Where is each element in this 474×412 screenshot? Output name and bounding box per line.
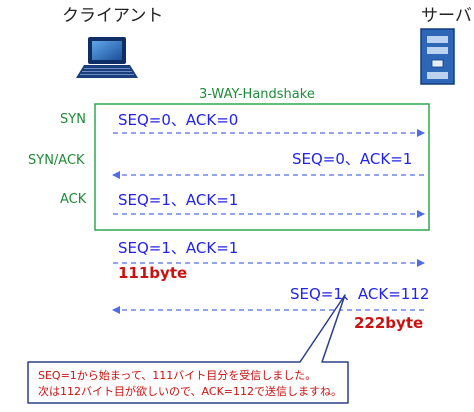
- syn-label: SYN: [60, 112, 86, 127]
- server-icon: [420, 28, 455, 85]
- ack-seq-text: SEQ=1、ACK=1: [118, 191, 239, 209]
- ack-label: ACK: [60, 192, 87, 207]
- handshake-box: [94, 103, 430, 231]
- callout-bubble: [27, 294, 349, 404]
- server-label: サーバ: [421, 6, 472, 26]
- syn-seq-text: SEQ=0、ACK=0: [118, 111, 239, 129]
- ack-112-seq-text: SEQ=1、ACK=112: [290, 285, 430, 303]
- response-bytes: 222byte: [354, 314, 424, 332]
- handshake-title: 3-WAY-Handshake: [199, 87, 315, 102]
- syn-ack-seq-text: SEQ=0、ACK=1: [292, 150, 413, 168]
- data-bytes: 111byte: [118, 264, 188, 282]
- client-label: クライアント: [62, 6, 164, 26]
- data-seq-text: SEQ=1、ACK=1: [118, 239, 239, 257]
- syn-ack-label: SYN/ACK: [28, 153, 85, 168]
- laptop-icon: [76, 37, 138, 78]
- callout-line-2: 次は112バイト目が欲しいので、ACK=112で送信しますね。: [38, 385, 342, 398]
- callout-line-1: SEQ=1から始まって、111バイト目分を受信しました。: [38, 369, 317, 382]
